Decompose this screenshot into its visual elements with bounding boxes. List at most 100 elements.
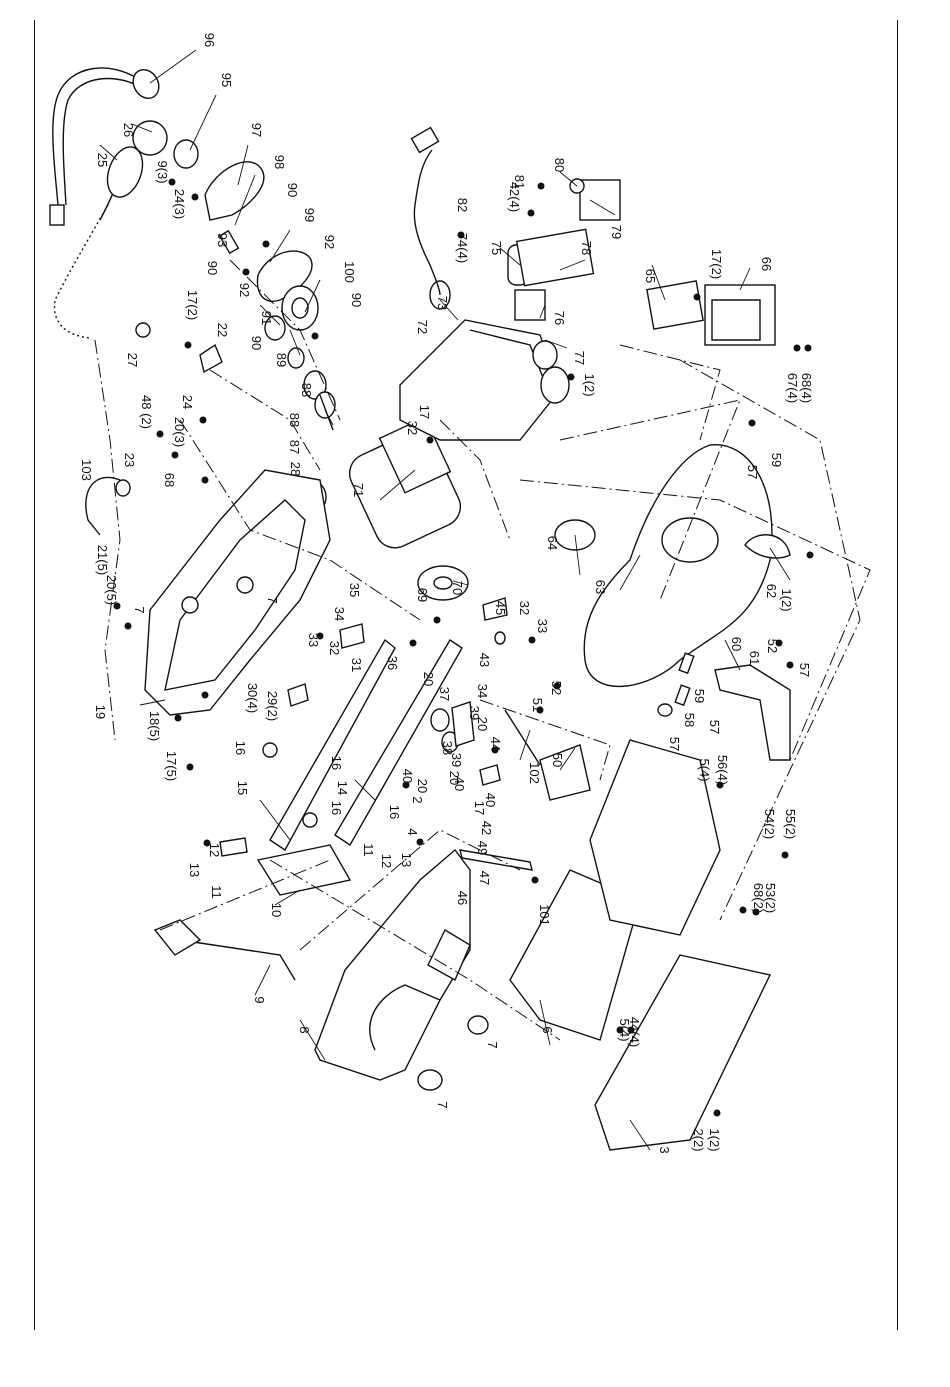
part-number-label-p88b: 88	[287, 413, 302, 427]
part-number-label-p77: 77	[572, 351, 587, 365]
pin-93	[218, 229, 240, 255]
screw-dot	[806, 551, 814, 559]
foot-7c	[417, 1069, 443, 1091]
screw-58	[674, 684, 691, 707]
clamp-62	[744, 534, 791, 559]
part-number-label-p32c: 32	[517, 601, 532, 615]
clamp-11	[219, 837, 248, 857]
part-number-label-p72: 72	[415, 320, 430, 334]
part-number-label-p2_2: 2(2)	[691, 1128, 706, 1151]
screw-dot	[528, 636, 536, 644]
part-number-label-p44_4: 44(4)	[627, 1017, 642, 1047]
part-number-label-p52a: 52	[549, 681, 564, 695]
part-number-label-p4: 4	[405, 828, 420, 835]
part-number-label-p11b: 11	[361, 843, 376, 857]
insert-hole	[661, 517, 719, 563]
part-number-label-p42_4: 42(4)	[507, 182, 522, 212]
part-number-label-p27: 27	[125, 353, 140, 367]
collar	[540, 366, 570, 404]
part-number-label-p100: 100	[342, 261, 357, 283]
part-number-label-p9: 9	[252, 996, 267, 1003]
screw-dot	[536, 706, 544, 714]
part-number-label-p44: 44	[488, 737, 503, 751]
part-number-label-p53_2: 53(2)	[763, 883, 778, 913]
part-number-label-p12a: 12	[207, 843, 222, 857]
screw-dot	[316, 632, 324, 640]
part-number-label-p33b: 33	[535, 619, 550, 633]
part-number-label-p66: 66	[759, 257, 774, 271]
part-number-label-p48_2: 48 (2)	[139, 395, 154, 429]
part-number-label-p90d: 90	[349, 293, 364, 307]
part-number-label-p63: 63	[593, 580, 608, 594]
screw-dot	[199, 416, 207, 424]
screw-dot	[491, 746, 499, 754]
part-number-label-p69: 69	[415, 588, 430, 602]
screw-dot	[201, 691, 209, 699]
part-number-label-p65: 65	[643, 269, 658, 283]
belt-pulley-group	[199, 161, 336, 431]
table-assembly	[153, 709, 772, 1151]
base-19	[144, 469, 331, 716]
bracket-22	[199, 343, 223, 374]
part-number-label-p95: 95	[219, 73, 234, 87]
bracket-4	[427, 929, 471, 981]
part-number-label-p90b: 90	[205, 261, 220, 275]
part-number-label-p51: 51	[530, 698, 545, 712]
part-number-label-p54_2: 54(2)	[762, 809, 777, 839]
belt-guard-97	[204, 161, 265, 221]
part-number-label-p20b: 20	[415, 779, 430, 793]
part-number-label-p35: 35	[347, 583, 362, 597]
foot-7b	[236, 576, 254, 594]
screw-dot	[409, 639, 417, 647]
part-number-label-p70: 70	[450, 581, 465, 595]
part-number-label-p78: 78	[579, 241, 594, 255]
part-number-label-p20c: 20	[475, 717, 490, 731]
part-number-label-p102: 102	[527, 762, 542, 784]
screw-dot	[171, 451, 179, 459]
part-number-label-p3: 3	[657, 1146, 672, 1153]
assembly-lines	[94, 259, 871, 1041]
foot-7a	[181, 596, 199, 614]
part-number-label-p39a: 39	[467, 706, 482, 720]
belt-99	[256, 250, 313, 302]
part-number-label-p75: 75	[489, 241, 504, 255]
foot-7d	[467, 1015, 489, 1035]
part-number-label-p88a: 88	[299, 383, 314, 397]
part-number-label-p59a: 59	[769, 453, 784, 467]
fan-70	[417, 565, 469, 601]
bracket-66	[704, 284, 776, 346]
part-number-label-p20a: 20	[421, 672, 436, 686]
bushing-34	[494, 631, 506, 645]
part-number-label-p79: 79	[609, 225, 624, 239]
part-number-label-p12b: 12	[379, 854, 394, 868]
plate-76	[514, 289, 546, 321]
screw-dot	[531, 876, 539, 884]
part-number-label-p40a: 40	[400, 769, 415, 783]
part-number-label-p57c: 57	[667, 737, 682, 751]
part-number-label-p89: 89	[274, 353, 289, 367]
part-number-label-p64: 64	[545, 536, 560, 550]
washer-89	[287, 347, 305, 369]
part-number-label-p17_2a: 17(2)	[185, 290, 200, 320]
screw-dot	[184, 341, 192, 349]
left-border-line	[34, 20, 35, 1330]
holder-43	[451, 701, 475, 747]
part-number-label-p32b: 32	[405, 421, 420, 435]
part-number-label-p80: 80	[552, 158, 567, 172]
part-number-label-p43: 43	[477, 653, 492, 667]
part-number-label-p28: 28	[288, 462, 303, 476]
part-number-label-p40c: 40	[483, 793, 498, 807]
part-number-label-p34b: 34	[475, 684, 490, 698]
housing-72	[399, 319, 561, 441]
switch-79	[579, 179, 621, 221]
part-number-label-p57a: 57	[745, 465, 760, 479]
screw-dot	[775, 639, 783, 647]
part-number-label-p8: 8	[297, 1026, 312, 1033]
part-number-label-p33a: 33	[306, 633, 321, 647]
part-number-label-p7a: 7	[132, 606, 147, 613]
part-number-label-p13a: 13	[187, 863, 202, 877]
bracket-65-66	[646, 280, 776, 346]
part-number-label-p71: 71	[351, 483, 366, 497]
part-number-label-p17b: 17	[472, 801, 487, 815]
part-number-label-p42: 42	[479, 821, 494, 835]
